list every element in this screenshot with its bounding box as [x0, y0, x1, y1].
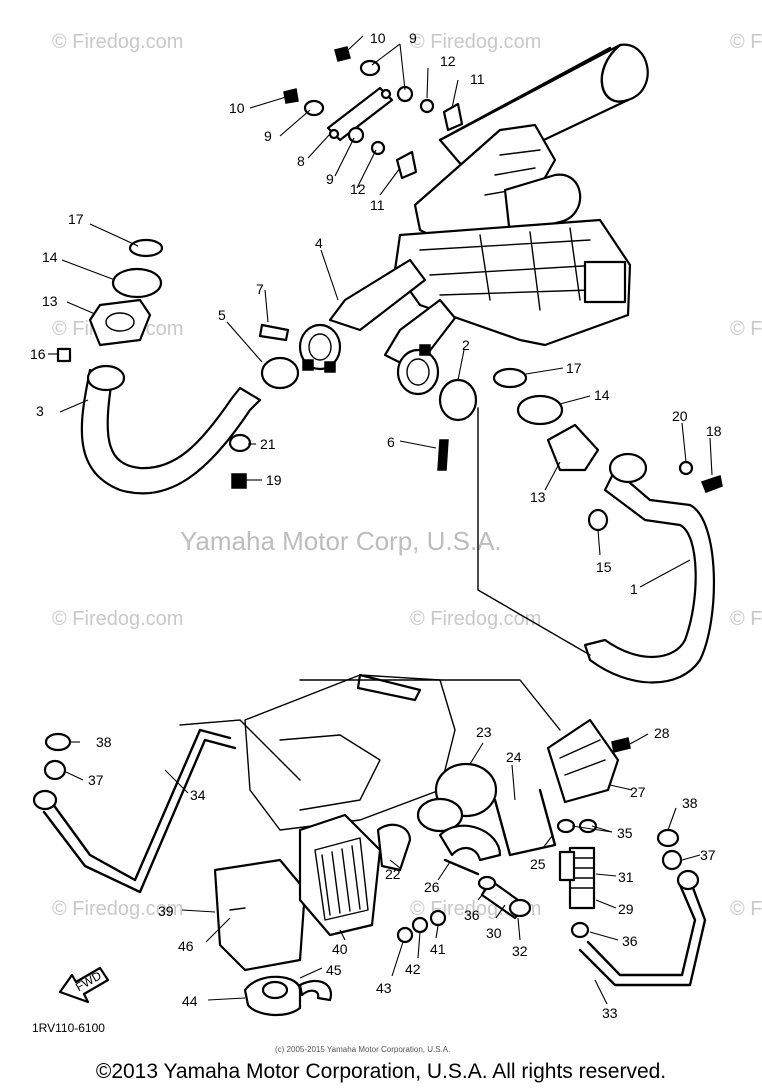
callout-35: 35 [617, 825, 633, 841]
callout-32: 32 [512, 943, 528, 959]
callout-7: 7 [256, 281, 264, 297]
watermark: © Firedog.com [410, 608, 541, 630]
exhaust-pipe-left [80, 356, 300, 495]
callout-31: 31 [618, 869, 634, 885]
callout-9: 9 [326, 171, 334, 187]
callout-40: 40 [332, 941, 348, 957]
callout-14: 14 [42, 249, 58, 265]
callout-11: 11 [370, 197, 385, 213]
small-copyright: (c) 2005-2015 Yamaha Motor Corporation, … [275, 1045, 450, 1054]
callout-38: 38 [682, 795, 698, 811]
callout-6: 6 [387, 434, 395, 450]
callout-17: 17 [566, 360, 582, 376]
callout-38: 38 [96, 734, 112, 750]
diagram-code: 1RV110-6100 [32, 1021, 105, 1035]
fwd-arrow: FWD [58, 966, 110, 1004]
callout-12: 12 [440, 53, 456, 69]
callout-12: 12 [350, 181, 366, 197]
callout-4: 4 [315, 235, 323, 251]
muffler-assembly [328, 43, 649, 372]
callout-42: 42 [405, 961, 421, 977]
watermark: © Firedog.com [52, 608, 183, 630]
callout-2: 2 [462, 337, 470, 353]
callout-3: 3 [36, 403, 44, 419]
watermark: © Firedog.com [730, 318, 762, 340]
leader-lines [48, 35, 713, 1005]
callout-44: 44 [182, 993, 198, 1009]
callout-36: 36 [464, 907, 480, 923]
callout-23: 23 [476, 724, 492, 740]
callout-numbers: 10 9 10 9 8 9 12 11 12 11 17 14 13 16 3 … [30, 30, 722, 1021]
callout-46: 46 [178, 938, 194, 954]
watermark: © Firedog.com [52, 31, 183, 53]
callout-27: 27 [630, 784, 646, 800]
callout-24: 24 [506, 749, 522, 765]
callout-15: 15 [596, 559, 612, 575]
callout-17: 17 [68, 211, 84, 227]
watermark: © Firedog.com [730, 608, 762, 630]
callout-25: 25 [530, 856, 546, 872]
watermark: © Firedog.com [730, 31, 762, 53]
callout-11: 11 [470, 71, 485, 87]
callout-10: 10 [370, 30, 386, 46]
callout-14: 14 [594, 387, 610, 403]
callout-26: 26 [424, 879, 440, 895]
callout-28: 28 [654, 725, 670, 741]
callout-5: 5 [218, 307, 226, 323]
reference-line [477, 407, 591, 656]
callout-30: 30 [486, 925, 502, 941]
callout-21: 21 [260, 436, 276, 452]
watermark: © Firedog.com [52, 898, 183, 920]
watermark: © Firedog.com [730, 898, 762, 920]
mounting-hardware [283, 46, 464, 180]
callout-19: 19 [266, 472, 282, 488]
callout-22: 22 [385, 866, 401, 882]
callout-33: 33 [602, 1005, 618, 1021]
callout-8: 8 [297, 153, 305, 169]
callout-37: 37 [88, 772, 104, 788]
callout-16: 16 [30, 346, 46, 362]
callout-41: 41 [430, 941, 446, 957]
callout-34: 34 [190, 787, 206, 803]
air-induction-assembly [32, 673, 707, 1017]
callout-29: 29 [618, 901, 634, 917]
exhaust-pipe-right [492, 367, 723, 684]
callout-39: 39 [158, 903, 174, 919]
callout-9: 9 [264, 128, 272, 144]
footer-copyright: ©2013 Yamaha Motor Corporation, U.S.A. A… [95, 1060, 667, 1083]
callout-13: 13 [42, 293, 58, 309]
clamp-left [298, 323, 342, 373]
callout-45: 45 [326, 962, 342, 978]
callout-1: 1 [630, 581, 638, 597]
callout-36: 36 [622, 933, 638, 949]
callout-13: 13 [530, 489, 546, 505]
watermark-corp: Yamaha Motor Corp, U.S.A. [180, 526, 502, 556]
callout-20: 20 [672, 408, 688, 424]
callout-10: 10 [229, 100, 245, 116]
clamp-right [396, 344, 440, 396]
callout-43: 43 [376, 980, 392, 996]
callout-37: 37 [700, 847, 716, 863]
callout-9: 9 [409, 30, 417, 46]
callout-18: 18 [706, 423, 722, 439]
left-flange-parts [56, 238, 478, 489]
watermark: © Firedog.com [410, 31, 541, 53]
